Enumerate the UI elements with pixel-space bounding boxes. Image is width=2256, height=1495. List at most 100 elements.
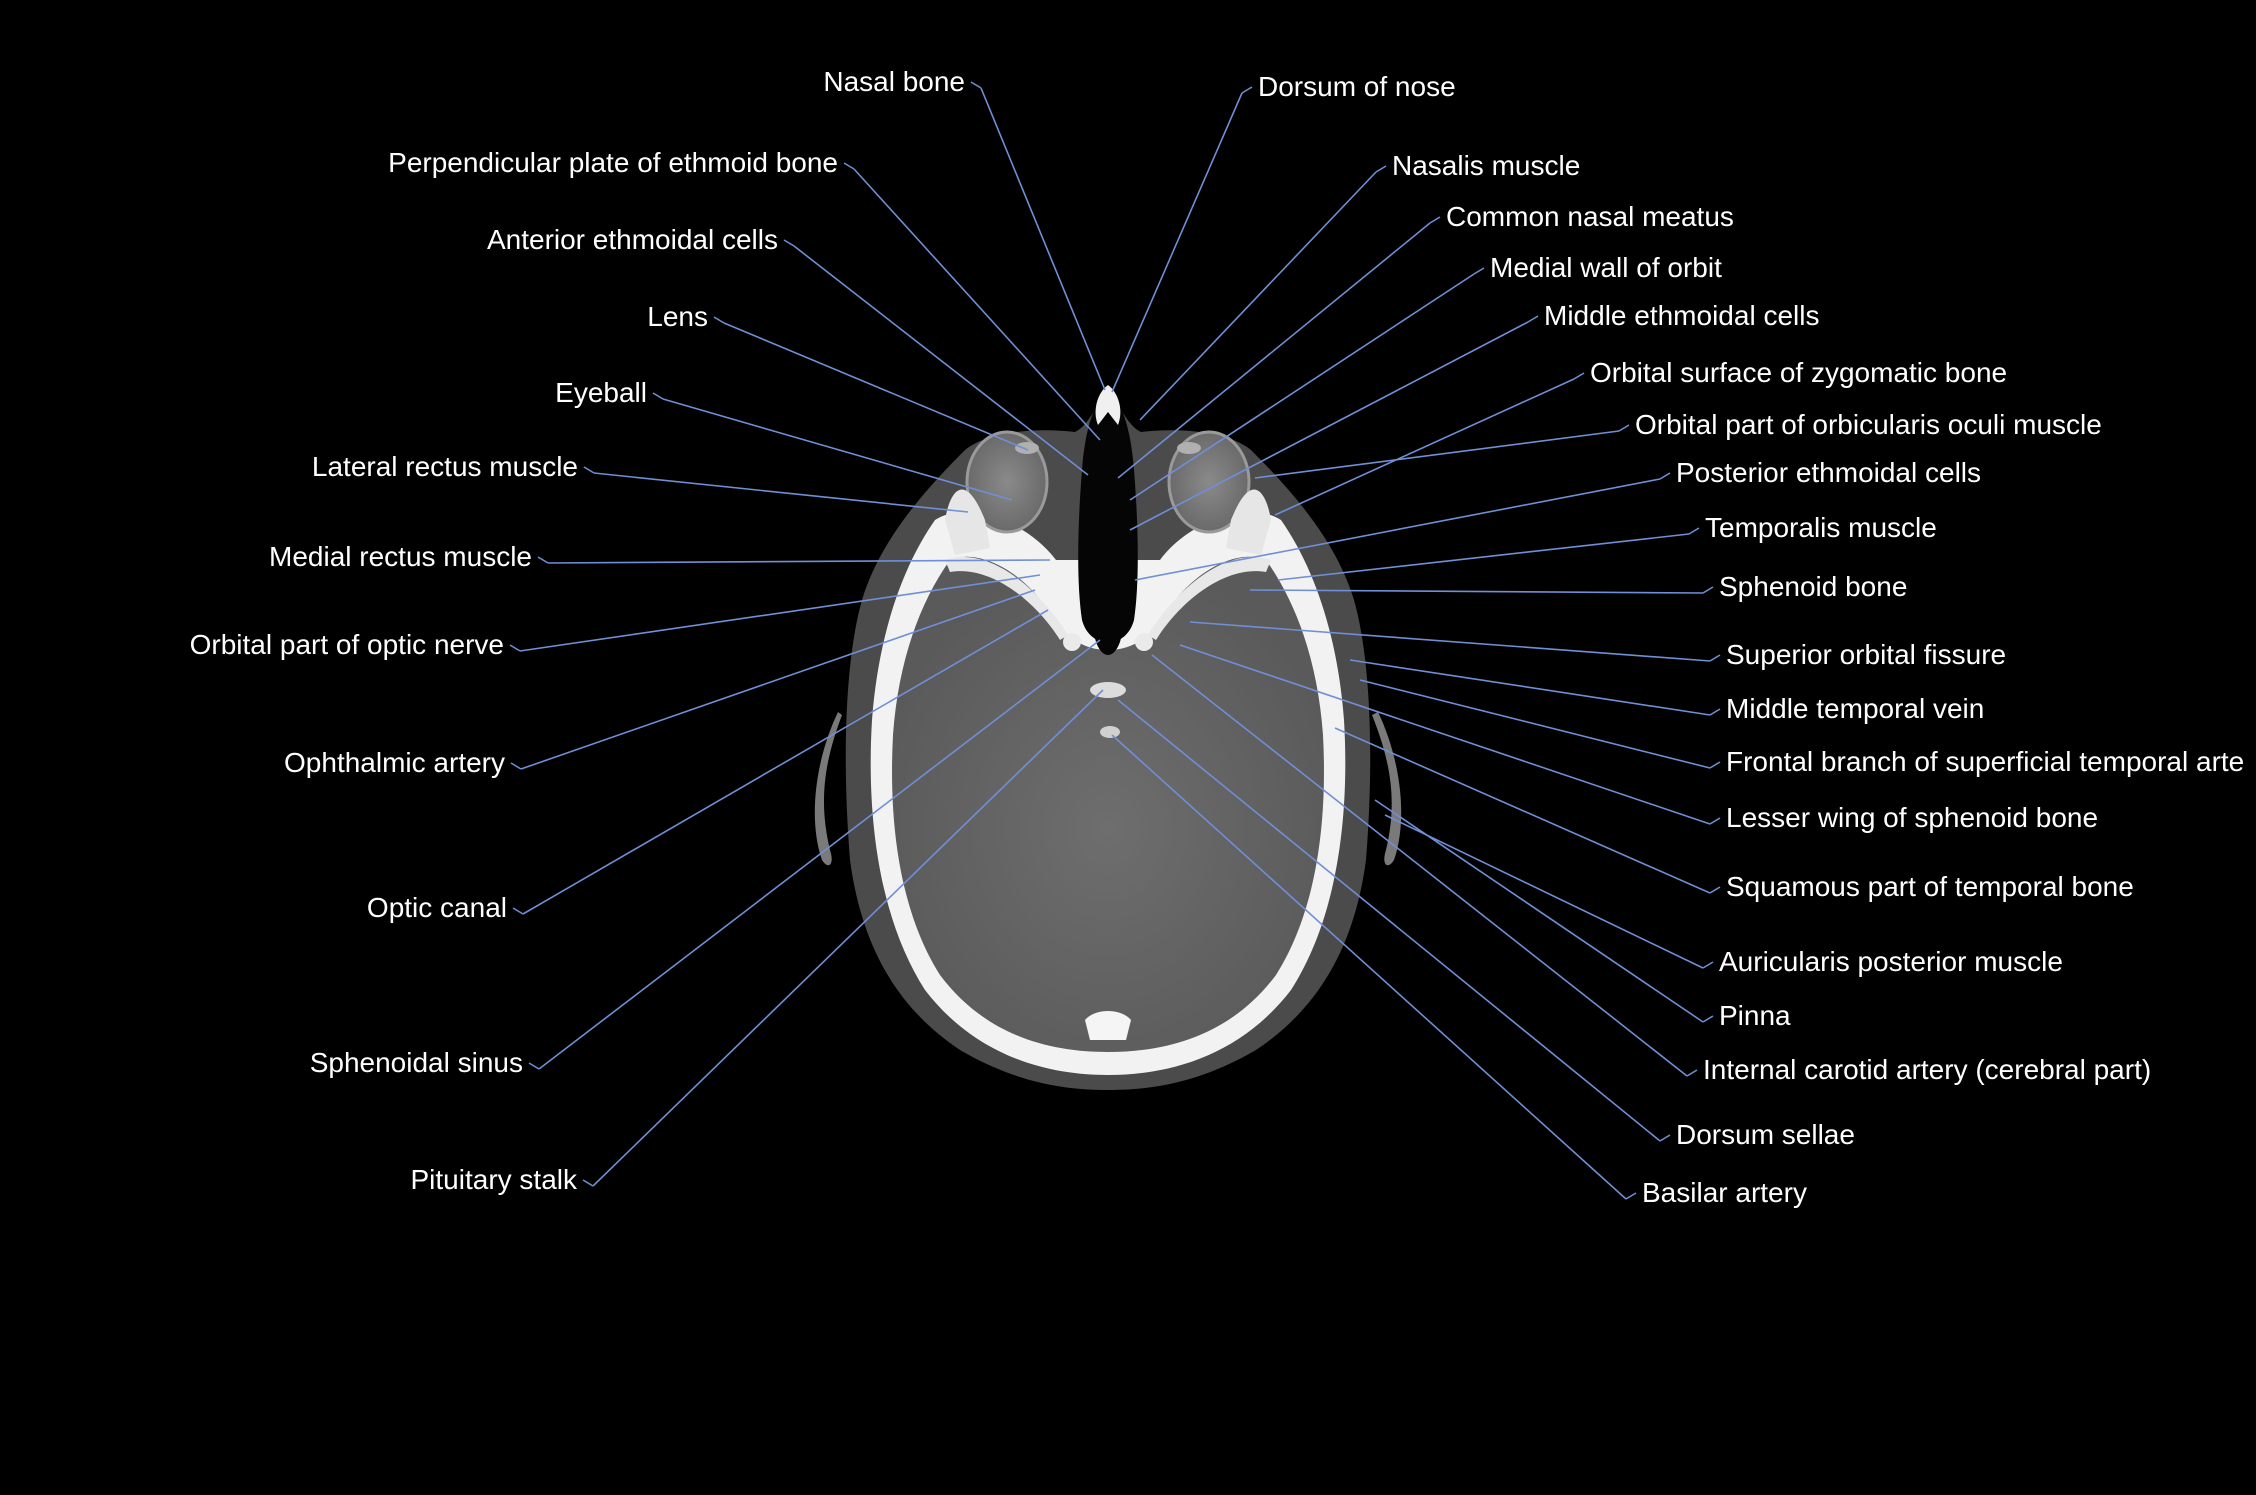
leader-posterior-ethmoidal — [1134, 478, 1661, 581]
nasal-bone-shape — [1095, 385, 1121, 425]
leader-tick-medial-rectus — [537, 556, 549, 564]
leader-middle-temporal-vein — [1349, 659, 1711, 716]
leader-perpendicular-plate — [853, 168, 1101, 441]
leader-tick-temporalis — [1688, 527, 1700, 535]
leader-auricularis-posterior — [1384, 814, 1704, 969]
leader-temporalis — [1277, 533, 1690, 581]
label-sphenoid-bone: Sphenoid bone — [1719, 571, 1908, 602]
label-medial-rectus: Medial rectus muscle — [269, 541, 532, 572]
leader-tick-sphenoid-bone — [1702, 586, 1714, 594]
label-lesser-wing: Lesser wing of sphenoid bone — [1726, 802, 2099, 833]
sella-bone — [1090, 682, 1126, 698]
leader-tick-orbital-zygomatic — [1573, 372, 1585, 380]
right-carotid — [1135, 633, 1153, 651]
leader-superior-orbital-fissure — [1189, 621, 1711, 662]
dorsum-sellae-bone — [1100, 726, 1120, 738]
right-pinna — [1372, 712, 1402, 866]
leader-nasalis — [1139, 171, 1377, 421]
leader-dorsum-nose — [1111, 92, 1243, 393]
leader-tick-lesser-wing — [1709, 817, 1721, 825]
left-carotid — [1063, 633, 1081, 651]
leader-tick-ophthalmic-artery — [510, 762, 522, 770]
leader-tick-common-nasal-meatus — [1429, 216, 1441, 224]
leader-dorsum-sellae — [1117, 699, 1661, 1142]
brain-parenchyma — [892, 556, 1324, 1052]
leader-tick-internal-carotid — [1686, 1069, 1698, 1077]
label-medial-wall-orbit: Medial wall of orbit — [1490, 252, 1722, 283]
label-squamous-temporal: Squamous part of temporal bone — [1726, 871, 2134, 902]
left-orbital-wall — [945, 489, 990, 555]
label-internal-carotid: Internal carotid artery (cerebral part) — [1703, 1054, 2152, 1085]
leader-lateral-rectus — [593, 472, 969, 513]
label-frontal-branch: Frontal branch of superficial temporal a… — [1726, 746, 2245, 777]
leader-tick-frontal-branch — [1709, 761, 1721, 769]
leader-frontal-branch — [1359, 679, 1711, 769]
right-lens — [1177, 442, 1201, 454]
leader-lesser-wing — [1179, 644, 1711, 825]
leader-orbicularis-oculi — [1254, 430, 1620, 479]
label-pituitary-stalk: Pituitary stalk — [410, 1164, 578, 1195]
leader-tick-eyeball — [652, 392, 664, 400]
label-common-nasal-meatus: Common nasal meatus — [1446, 201, 1734, 232]
leader-anterior-ethmoidal — [793, 245, 1089, 476]
leader-optic-nerve — [519, 574, 1041, 652]
leader-tick-optic-canal — [512, 907, 524, 915]
leader-internal-carotid — [1151, 654, 1688, 1077]
label-anterior-ethmoidal: Anterior ethmoidal cells — [486, 224, 778, 255]
leader-tick-nasalis — [1375, 165, 1387, 173]
leader-tick-basilar-artery — [1625, 1192, 1637, 1200]
leader-ophthalmic-artery — [520, 589, 1036, 770]
leader-tick-sphenoidal-sinus — [528, 1062, 540, 1070]
label-lens: Lens — [647, 301, 708, 332]
leader-nasal-bone — [980, 87, 1106, 391]
right-orbital-wall — [1226, 489, 1271, 555]
label-dorsum-nose: Dorsum of nose — [1258, 71, 1456, 102]
leader-pinna — [1374, 799, 1704, 1023]
left-lens — [1015, 442, 1039, 454]
leader-tick-perpendicular-plate — [843, 162, 855, 170]
leader-tick-dorsum-nose — [1241, 86, 1253, 94]
sphenoid-sinus-air — [1093, 620, 1123, 655]
leader-basilar-artery — [1111, 734, 1627, 1200]
leader-tick-pituitary-stalk — [582, 1179, 594, 1187]
leader-tick-optic-nerve — [509, 644, 521, 652]
leader-medial-wall-orbit — [1129, 273, 1475, 501]
right-eyeball — [1167, 430, 1251, 534]
leader-tick-middle-ethmoidal — [1527, 315, 1539, 323]
label-perpendicular-plate: Perpendicular plate of ethmoid bone — [388, 147, 838, 178]
right-sphenoid-ridge — [1148, 557, 1271, 640]
leader-tick-nasal-bone — [970, 81, 982, 89]
label-ophthalmic-artery: Ophthalmic artery — [284, 747, 505, 778]
leader-orbital-zygomatic — [1274, 378, 1575, 516]
label-eyeball: Eyeball — [555, 377, 647, 408]
label-temporalis: Temporalis muscle — [1705, 512, 1937, 543]
left-eyeball — [965, 430, 1049, 534]
leader-common-nasal-meatus — [1117, 222, 1431, 479]
left-sphenoid-ridge — [945, 557, 1068, 640]
leader-tick-anterior-ethmoidal — [783, 239, 795, 247]
leader-tick-squamous-temporal — [1709, 886, 1721, 894]
leader-lines — [509, 81, 1721, 1200]
leader-lens — [723, 322, 1029, 451]
label-orbital-zygomatic: Orbital surface of zygomatic bone — [1590, 357, 2008, 388]
label-orbicularis-oculi: Orbital part of orbicularis oculi muscle — [1635, 409, 2102, 440]
label-optic-nerve: Orbital part of optic nerve — [189, 629, 504, 660]
label-basilar-artery: Basilar artery — [1642, 1177, 1807, 1208]
label-middle-temporal-vein: Middle temporal vein — [1726, 693, 1985, 724]
nasal-ethmoid-air — [1078, 392, 1138, 643]
leader-tick-lateral-rectus — [583, 466, 595, 474]
label-optic-canal: Optic canal — [366, 892, 507, 923]
leader-tick-auricularis-posterior — [1702, 961, 1714, 969]
label-pinna: Pinna — [1719, 1000, 1791, 1031]
leader-tick-medial-wall-orbit — [1473, 267, 1485, 275]
leader-eyeball — [662, 398, 1013, 501]
leader-tick-middle-temporal-vein — [1709, 708, 1721, 716]
occipital-bone — [1085, 1011, 1131, 1040]
leader-medial-rectus — [547, 559, 1051, 564]
label-nasalis: Nasalis muscle — [1392, 150, 1581, 181]
label-lateral-rectus: Lateral rectus muscle — [311, 451, 578, 482]
leader-tick-pinna — [1702, 1015, 1714, 1023]
leader-tick-posterior-ethmoidal — [1659, 472, 1671, 480]
